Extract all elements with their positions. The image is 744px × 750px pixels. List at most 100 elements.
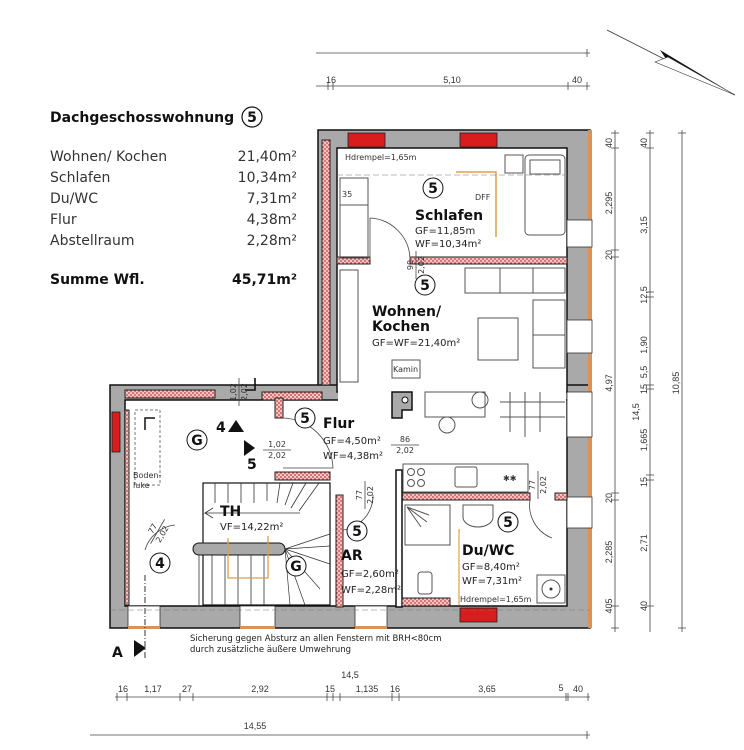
doors — [144, 217, 553, 551]
window — [347, 132, 386, 148]
summary-row-area: 4,38m² — [247, 212, 297, 228]
dimension-label: 20 — [604, 493, 614, 503]
summary-row-label: Du/WC — [50, 191, 98, 207]
door-width: 77 — [528, 480, 537, 490]
dimension-label: 3,15 — [639, 216, 649, 234]
room-flur: 5 Flur GF=4,50m² WF=4,38m² — [294, 407, 383, 462]
door-height: 2,02 — [396, 446, 414, 455]
door-schlafen — [369, 217, 411, 261]
room-gf: GF=4,50m² — [323, 436, 381, 447]
dimension-label: 1,665 — [639, 429, 649, 452]
north-arrow-icon — [606, 29, 736, 96]
door-width: 77 — [146, 522, 159, 535]
window — [111, 411, 121, 453]
dimension-label: 10,85 — [671, 372, 681, 395]
summary-row-label: Flur — [50, 212, 77, 228]
unit-number: 4 — [155, 556, 165, 572]
summary-total-label: Summe Wfl. — [50, 272, 145, 288]
dimension-label: 5,5 — [639, 366, 649, 379]
door-width: 77 — [355, 490, 364, 500]
hob-icon: ✱✱ — [503, 474, 517, 483]
kitchen-counter — [402, 463, 529, 493]
dimension-label: 14,5 — [631, 403, 641, 421]
room-ar: 5 AR GF=2,60m² WF=2,28m² — [341, 520, 401, 596]
toilet — [417, 571, 433, 595]
summary-row-area: 7,31m² — [247, 191, 297, 207]
room-gf: GF=8,40m² — [462, 562, 520, 573]
door-width: 1,02 — [268, 440, 286, 449]
dimension-right: 40 2,295 20 4,97 20 2,285 405 40 3,15 12… — [604, 130, 686, 632]
room-number: 5 — [420, 278, 430, 294]
room-du-wc: 5 Du/WC GF=8,40m² WF=7,31m² Hdrempel=1,6… — [460, 511, 532, 604]
dimension-label: 40 — [604, 138, 614, 148]
section-arrow-icon — [134, 640, 146, 657]
room-schlafen: 5 Schlafen GF=11,85m WF=10,34m² Hdrempel… — [342, 153, 491, 250]
furniture: ✱✱ — [110, 154, 590, 611]
dimension-label: 27 — [182, 684, 192, 694]
room-wf: WF=4,38m² — [323, 451, 383, 462]
door-height: 2,02 — [417, 256, 426, 274]
summary-row-area: 21,40m² — [238, 149, 297, 165]
shower — [404, 504, 451, 546]
floor-hatch-label: luke — [133, 481, 150, 490]
safety-note: durch zusätzliche äußere Umwehrung — [190, 645, 351, 655]
kniestock-height: Hdrempel=1,65m — [345, 153, 417, 162]
section-label: A — [112, 645, 123, 661]
dimension-label: 3,65 — [478, 684, 496, 694]
summary-row-label: Abstellraum — [50, 233, 135, 249]
fireplace — [391, 359, 421, 379]
dimension-label: 12,5 — [639, 286, 649, 304]
safety-note: Sicherung gegen Absturz an allen Fenster… — [190, 634, 441, 644]
door-height: 2,02 — [366, 486, 375, 504]
common-area-marker: G — [191, 433, 203, 449]
floor-hatch — [134, 409, 161, 486]
floor-hatch-label: Boden- — [133, 471, 161, 480]
entry-arrow-icon — [244, 440, 255, 456]
room-wf: WF=7,31m² — [462, 576, 522, 587]
unit-number-circle — [241, 106, 263, 128]
interior-partitions — [124, 139, 568, 608]
window — [459, 132, 498, 148]
door-width: 90 — [406, 260, 415, 270]
washbasin — [462, 504, 494, 528]
common-area-marker: G — [290, 559, 302, 575]
dimension-label: 40 — [573, 684, 583, 694]
dimension-label: 5 — [558, 683, 563, 693]
door-entry — [282, 417, 334, 469]
dimension-top: 16 5,10 40 — [316, 49, 590, 90]
roof-window-outline — [456, 171, 497, 237]
room-name: TH — [220, 504, 241, 520]
dimension-label: 1,135 — [356, 684, 379, 694]
sofa — [464, 267, 566, 294]
door-height: 2,02 — [240, 383, 249, 401]
shower-drain — [536, 574, 566, 604]
door-unit4 — [144, 524, 176, 551]
table — [477, 317, 519, 361]
area-summary: Dachgeschosswohnung 5 Wohnen/ Kochen 21,… — [50, 106, 297, 288]
fireplace-label: Kamin — [393, 365, 418, 374]
dimension-label: 16 — [390, 684, 400, 694]
dimension-label: 16 — [326, 75, 336, 85]
staircase — [192, 482, 331, 606]
summary-total-area: 45,71m² — [232, 272, 297, 288]
summary-row-label: Wohnen/ Kochen — [50, 149, 167, 165]
room-name: AR — [341, 548, 363, 564]
room-area: GF=WF=21,40m² — [372, 338, 460, 349]
entry-arrow-icon — [228, 420, 244, 432]
room-number: 5 — [352, 524, 362, 540]
dimension-label: 15 — [639, 384, 649, 394]
section-marker: A — [112, 575, 146, 661]
dimension-label: 14,55 — [244, 721, 267, 731]
dimension-label: 40 — [639, 138, 649, 148]
room-number: 5 — [300, 411, 310, 427]
room-wf: WF=2,28m² — [341, 585, 401, 596]
dimension-label: 15 — [325, 684, 335, 694]
stair-hall: TH VF=14,22m² G G 4 4 5 Boden- luke — [133, 420, 307, 577]
dimension-label: 40 — [572, 75, 582, 85]
entry-arrow-label: 4 — [216, 420, 226, 436]
door-height: 2,02 — [539, 476, 548, 494]
door-bath — [529, 499, 553, 539]
dimension-label: 5,10 — [443, 75, 461, 85]
room-wohnen-kochen: 5 Wohnen/ Kochen GF=WF=21,40m² Kamin — [372, 274, 460, 374]
